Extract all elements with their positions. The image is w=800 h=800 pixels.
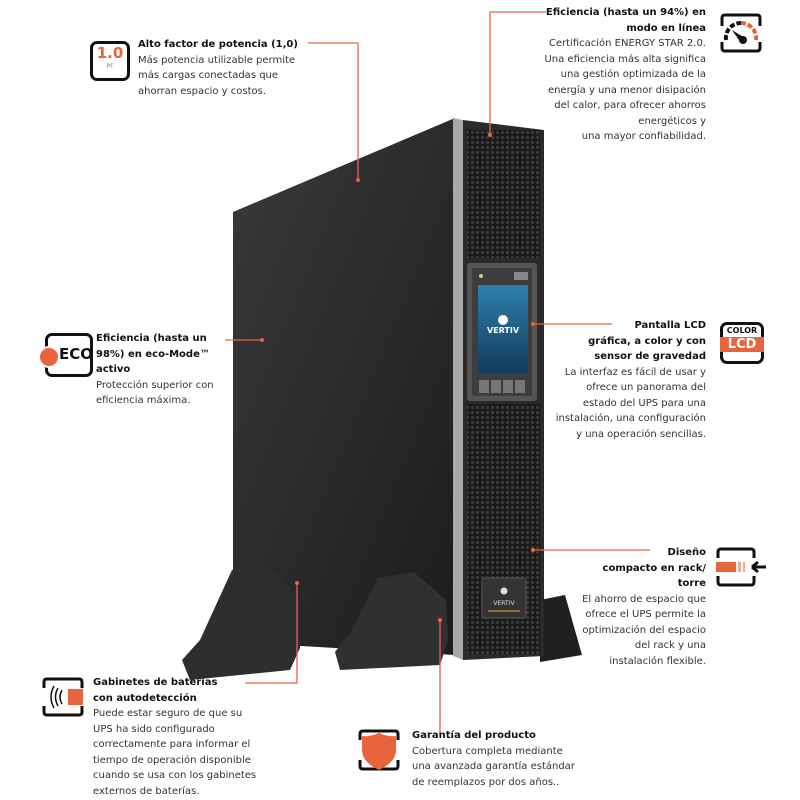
callout-lines — [225, 11, 650, 736]
rack-tower-icon — [716, 547, 766, 587]
lcd-buttons — [479, 380, 525, 393]
power-factor-icon: 1.0 PF — [90, 41, 130, 81]
power-button — [514, 272, 528, 280]
svg-text:VERTIV: VERTIV — [493, 600, 515, 607]
status-led — [479, 274, 483, 278]
feature-lcd: Pantalla LCD gráfica, a color y con sens… — [555, 320, 706, 440]
battery-detection-icon — [42, 677, 84, 717]
right-foot — [335, 572, 448, 670]
feature-compact: Diseño compacto en rack/ torre El ahorro… — [582, 547, 706, 667]
color-lcd-icon: COLOR LCD — [720, 322, 764, 364]
rear-foot — [540, 595, 582, 662]
ups-silver-edge — [453, 118, 463, 660]
gauge-icon — [720, 13, 762, 53]
feature-eco-mode: Eficiencia (hasta un 98%) en eco-Mode™ a… — [96, 333, 214, 406]
feature-warranty: Garantía del producto Cobertura completa… — [412, 730, 575, 788]
eco-icon: ECO — [38, 333, 93, 377]
ups-side-panel — [233, 118, 455, 655]
upper-grille — [467, 130, 540, 258]
brand-badge — [481, 577, 527, 619]
feature-battery-cabinets: Gabinetes de baterías con autodetección … — [93, 677, 257, 797]
feature-power-factor: Alto factor de potencia (1,0) Más potenc… — [138, 39, 298, 97]
lcd-screen — [478, 285, 528, 373]
feature-online-efficiency: Eficiencia (hasta un 94%) en modo en lín… — [544, 7, 706, 142]
shield-icon — [358, 729, 400, 771]
screen-logo-text: VERTIV — [487, 326, 520, 335]
left-foot — [182, 565, 300, 680]
